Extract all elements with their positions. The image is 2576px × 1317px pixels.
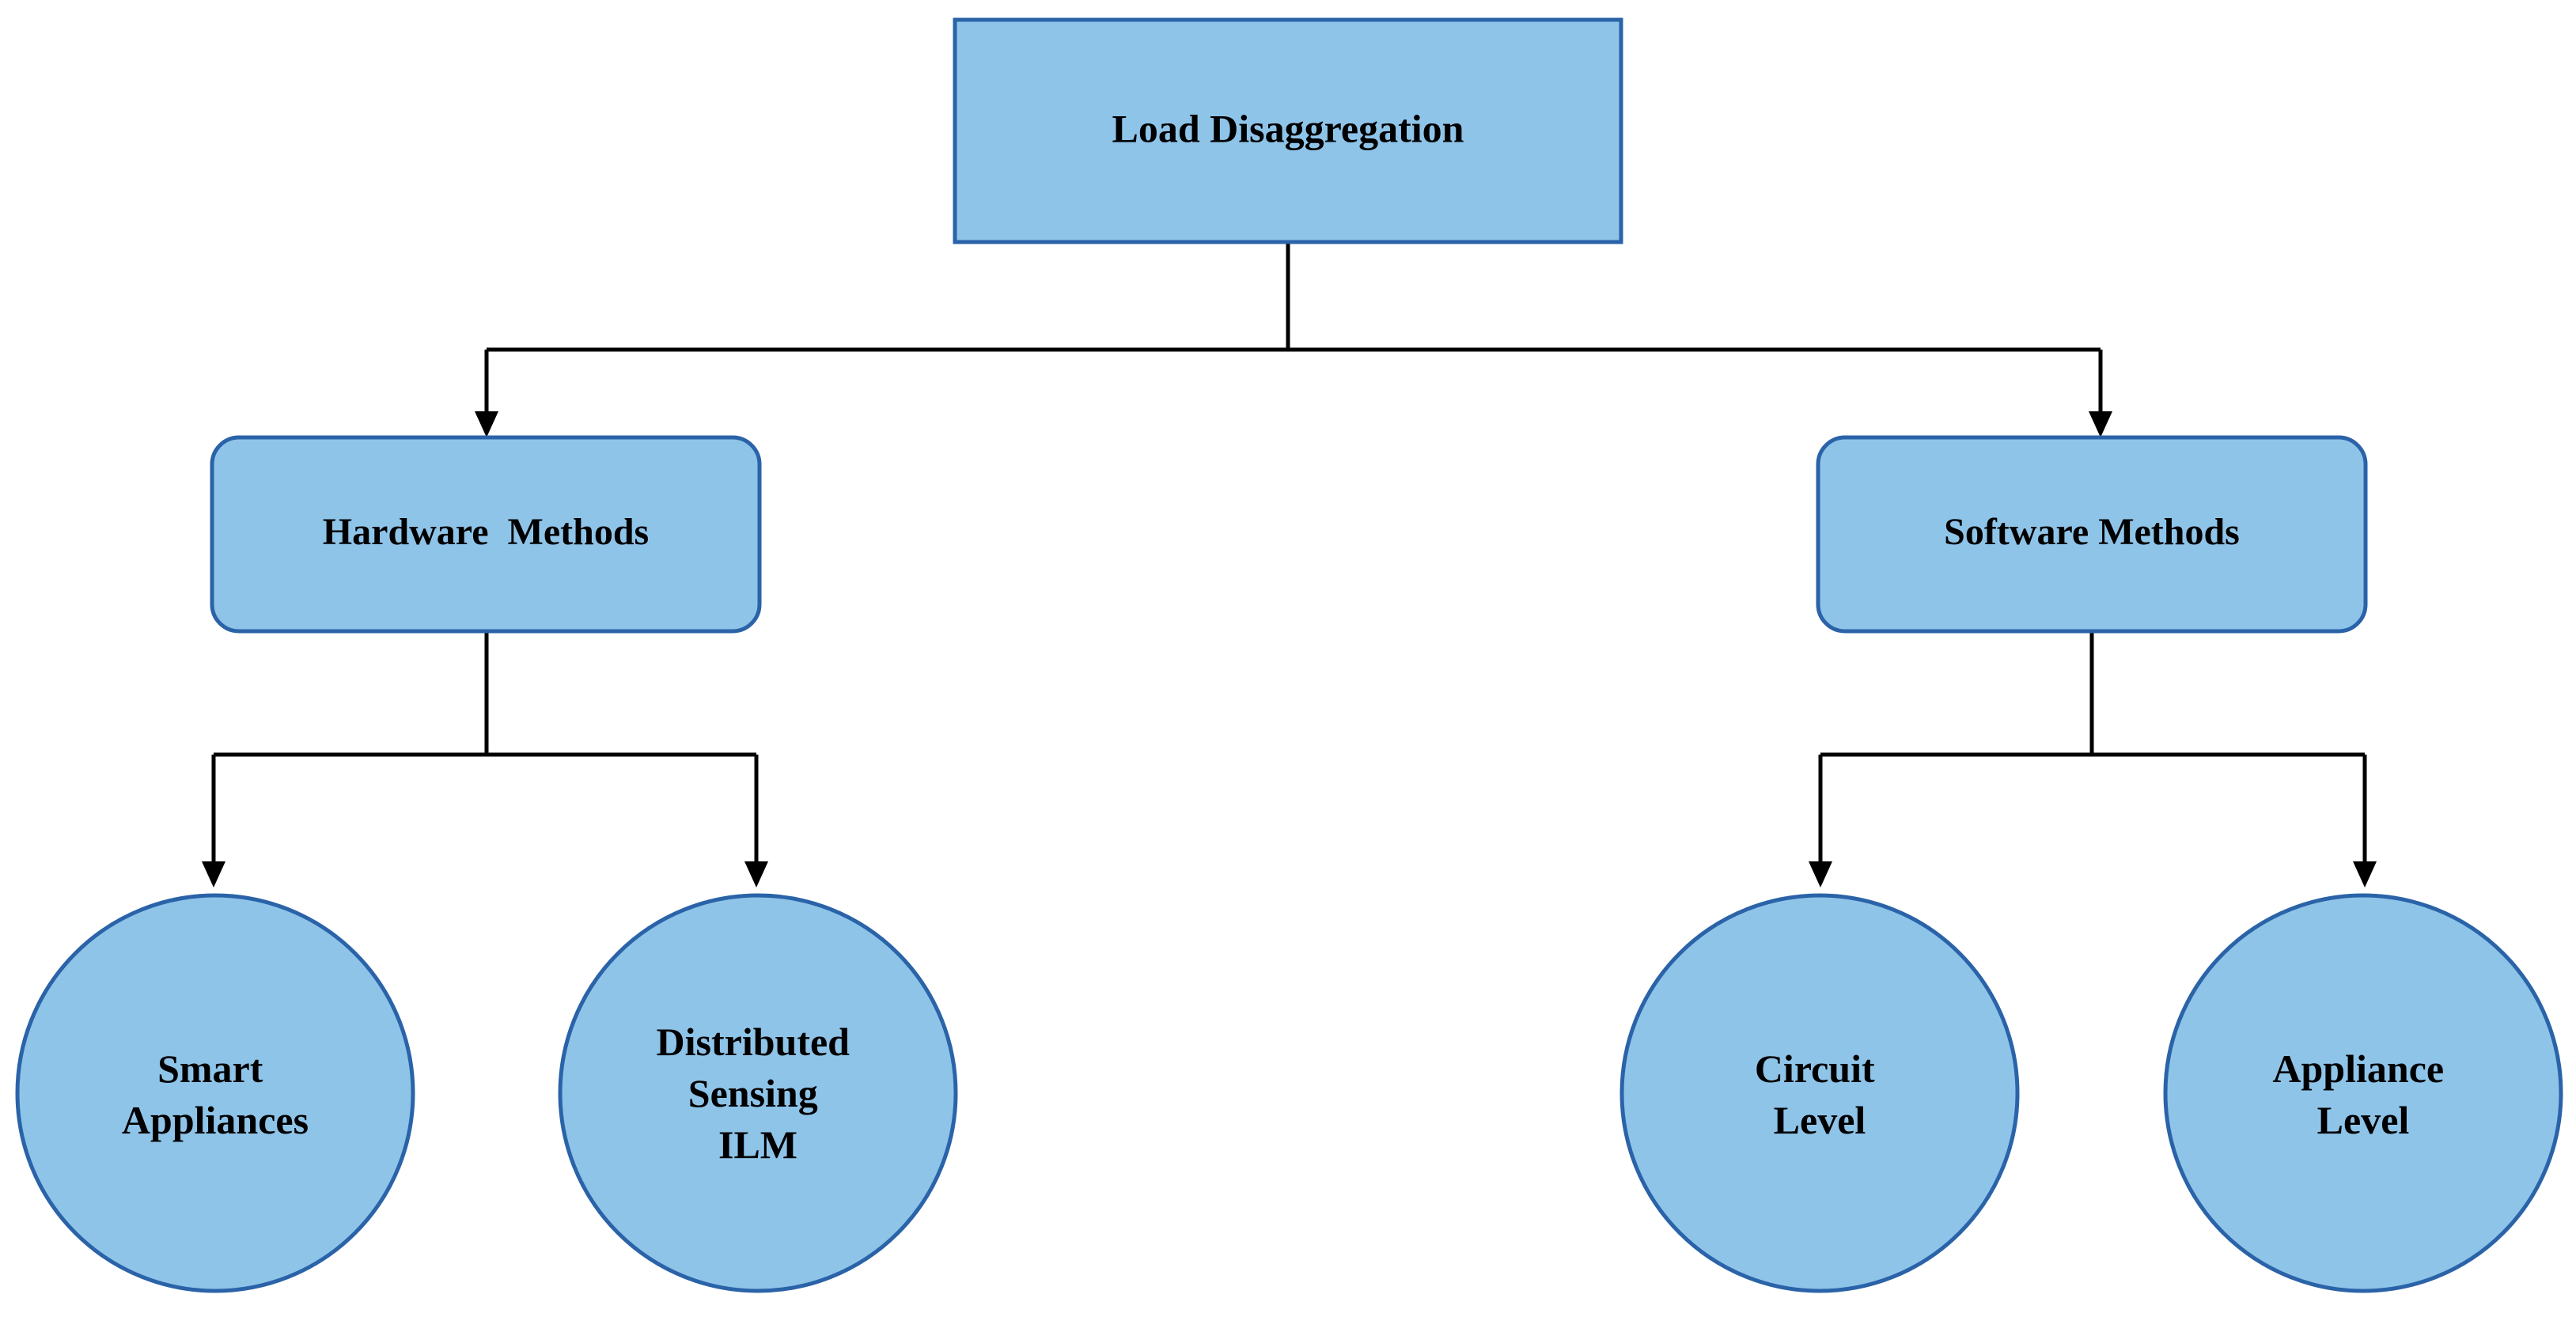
- arrowhead-appliance-level: [2353, 861, 2377, 887]
- distributed-sensing-line-3: ILM: [718, 1122, 797, 1167]
- arrowhead-software: [2089, 411, 2112, 437]
- distributed-sensing-node: Distributed Sensing ILM: [558, 893, 958, 1293]
- hardware-methods-node: Hardware Methods: [210, 435, 762, 634]
- circuit-level-line-2: Level: [1774, 1098, 1866, 1142]
- arrowhead-circuit-level: [1809, 861, 1832, 887]
- smart-appliances-node: Smart Appliances: [15, 893, 415, 1293]
- appliance-level-circle: [2163, 893, 2563, 1293]
- arrowhead-hardware: [475, 411, 498, 437]
- hardware-methods-label: Hardware Methods: [323, 511, 649, 553]
- appliance-level-node: Appliance Level: [2163, 893, 2563, 1293]
- arrowhead-smart-appliances: [202, 861, 225, 887]
- software-methods-label: Software Methods: [1944, 511, 2240, 553]
- connectors: [202, 242, 2377, 887]
- software-methods-box: [1816, 435, 2368, 634]
- smart-appliances-label: Smart Appliances: [122, 1046, 309, 1142]
- smart-appliances-line-2: Appliances: [122, 1098, 309, 1142]
- distributed-sensing-label: Distributed Sensing ILM: [657, 1020, 860, 1167]
- root-node-label: Load Disaggregation: [1112, 106, 1464, 150]
- distributed-sensing-line-2: Sensing: [688, 1071, 818, 1115]
- appliance-level-line-1: Appliance: [2272, 1046, 2444, 1091]
- smart-appliances-line-1: Smart: [157, 1046, 263, 1091]
- circuit-level-circle: [1619, 893, 2020, 1293]
- root-node: Load Disaggregation: [953, 17, 1623, 244]
- circuit-level-node: Circuit Level: [1619, 893, 2020, 1293]
- distributed-sensing-line-1: Distributed: [657, 1020, 850, 1064]
- distributed-sensing-circle: [558, 893, 958, 1293]
- arrowhead-distributed-sensing: [744, 861, 768, 887]
- software-methods-node: Software Methods: [1816, 435, 2368, 634]
- appliance-level-label: Appliance Level: [2272, 1046, 2453, 1142]
- root-node-box: [953, 17, 1623, 244]
- hardware-methods-box: [210, 435, 762, 634]
- smart-appliances-circle: [15, 893, 415, 1293]
- circuit-level-line-1: Circuit: [1755, 1046, 1875, 1091]
- appliance-level-line-2: Level: [2317, 1098, 2410, 1142]
- circuit-level-label: Circuit Level: [1755, 1046, 1885, 1142]
